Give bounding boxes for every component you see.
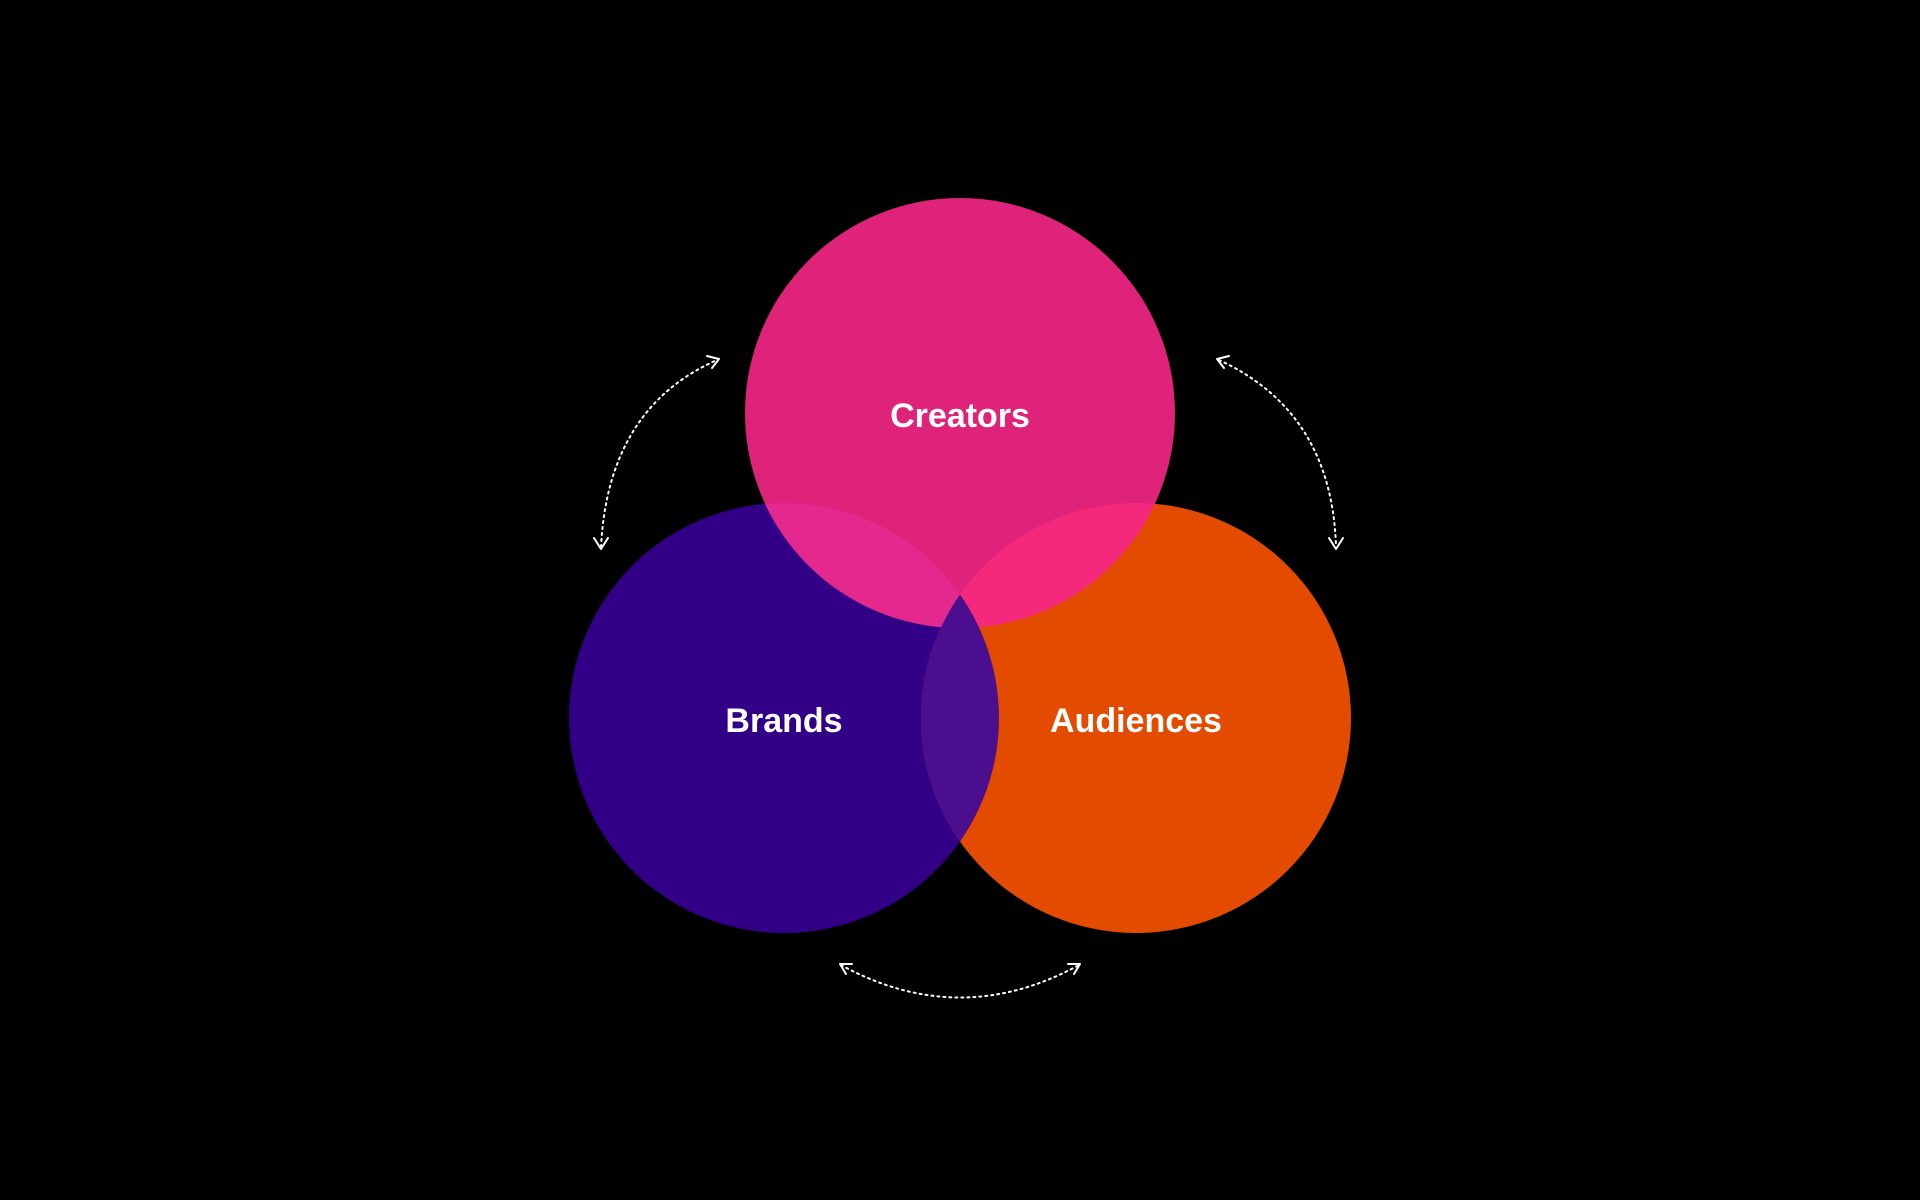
creators-brands-overlap [745,503,999,628]
audiences-label: Audiences [1050,702,1222,740]
creators-audiences-arrow [1216,355,1344,550]
brands-audiences-arrow [839,963,1081,999]
creators-audiences-overlap [921,503,1175,628]
brands-creators-arrow [593,355,720,550]
brands-label: Brands [725,702,842,740]
creators-label: Creators [890,397,1030,435]
